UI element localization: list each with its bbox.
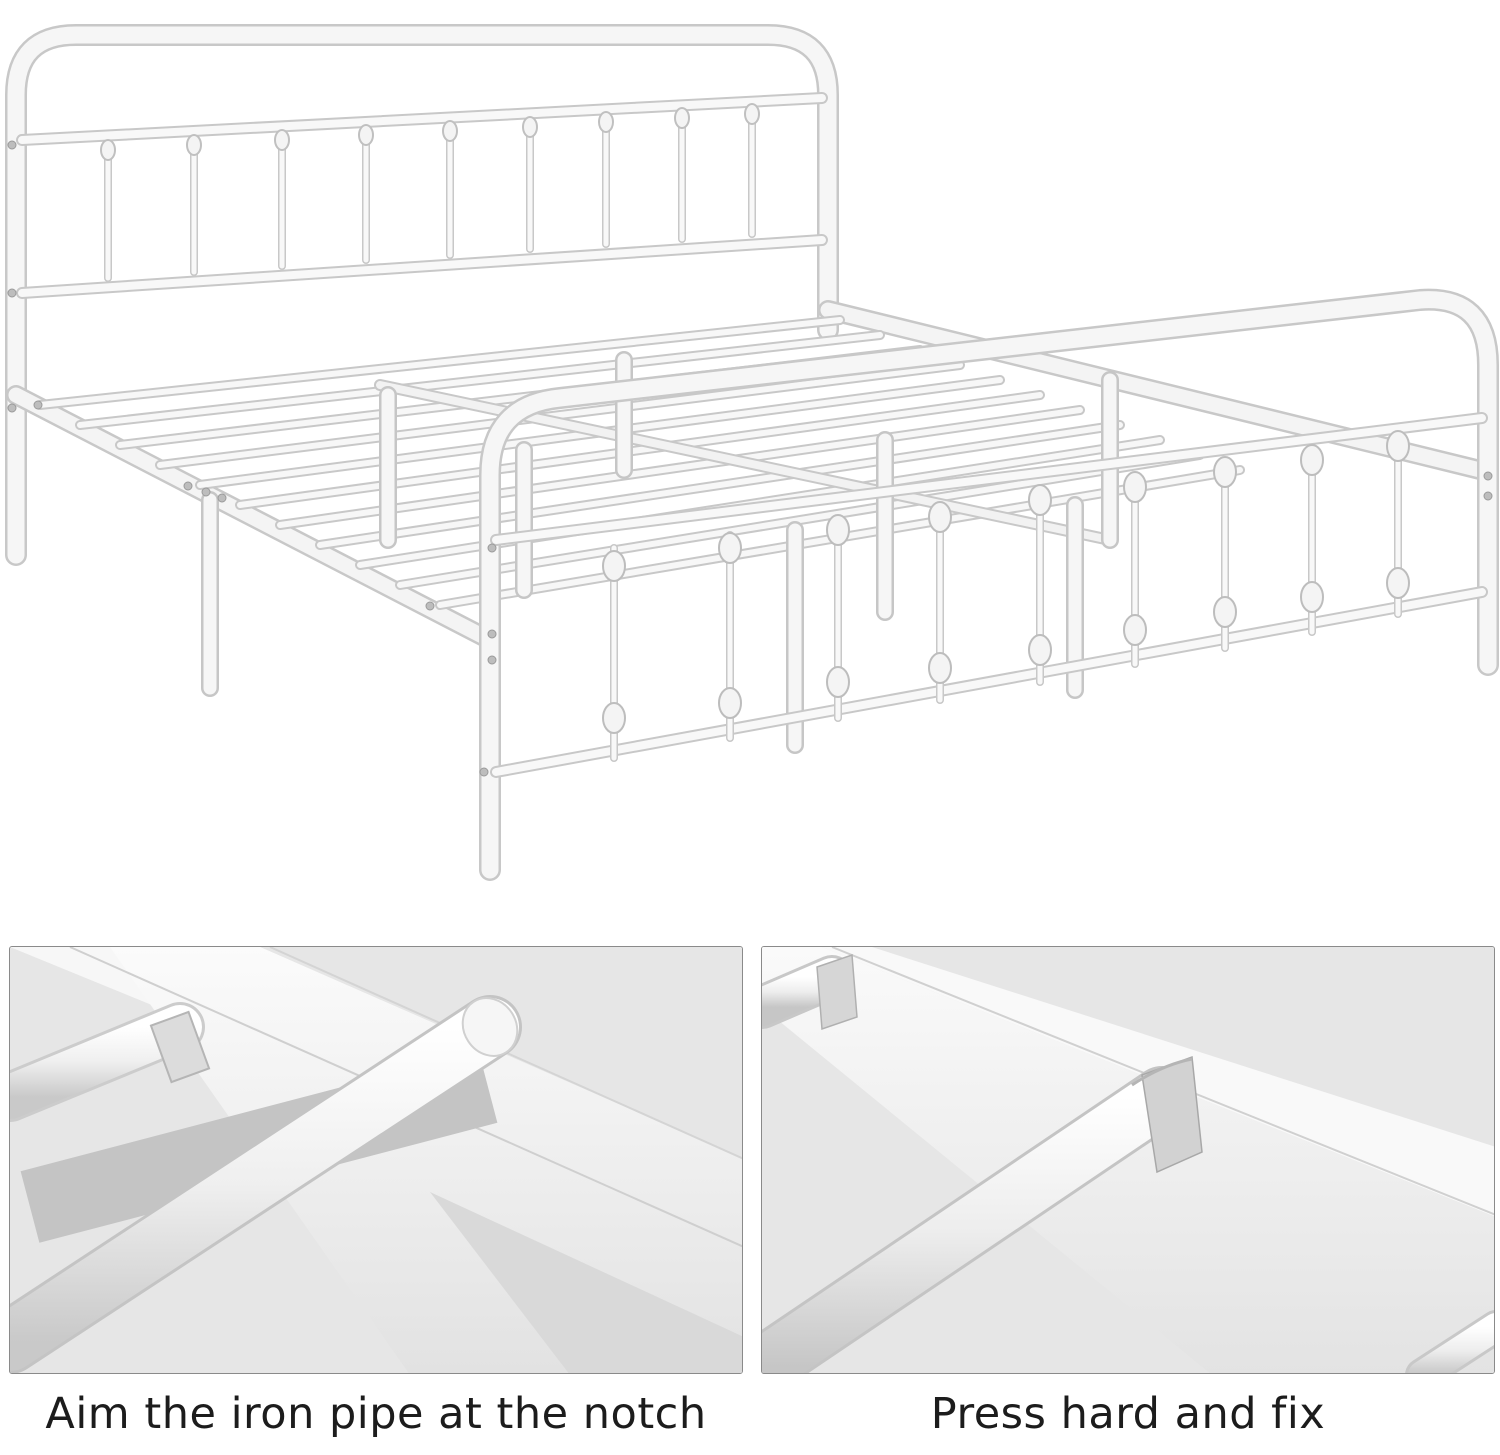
step-1-caption: Aim the iron pipe at the notch (45, 1389, 707, 1439)
side-rails (6, 300, 1490, 650)
pipe-notch-illustration (10, 947, 742, 1373)
pipe-fixed-illustration (762, 947, 1494, 1373)
step-2-detail-image (761, 946, 1495, 1374)
bolts (7, 140, 1493, 777)
footboard (479, 288, 1499, 881)
step-1-detail-image (9, 946, 743, 1374)
bed-frame-illustration (5, 24, 1499, 881)
step-2-caption: Press hard and fix (930, 1389, 1326, 1439)
headboard (5, 24, 839, 566)
